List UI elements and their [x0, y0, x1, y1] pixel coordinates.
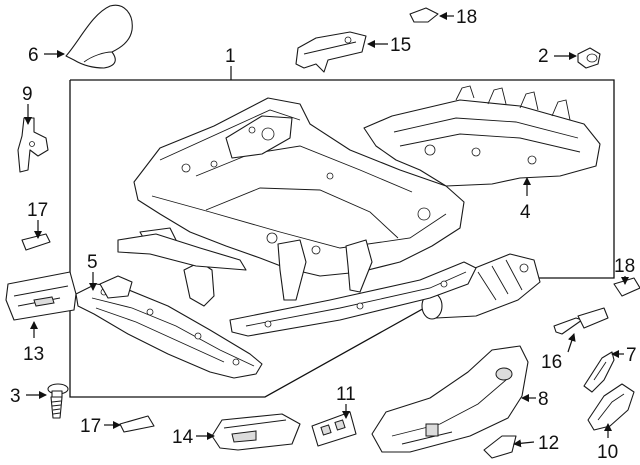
callout-15: 15: [390, 35, 411, 56]
part-5-lower-track: [75, 275, 263, 379]
part-3-bolt: [47, 383, 69, 419]
callout-11: 11: [336, 384, 356, 405]
part-15-bracket: [295, 31, 367, 73]
callout-13: 13: [23, 344, 44, 365]
part-14-lower-cover: [211, 413, 301, 451]
callout-3: 3: [10, 386, 21, 407]
part-18-cap-right: [613, 277, 640, 297]
callout-14: 14: [172, 427, 194, 448]
callout-10: 10: [597, 442, 618, 463]
callout-5: 5: [87, 252, 98, 273]
part-16-clip: [553, 307, 609, 335]
part-10-knob-cover: [587, 383, 635, 431]
callout-2: 2: [538, 46, 549, 67]
part-11-switch: [311, 411, 357, 447]
part-4-upper-adjuster: [363, 85, 601, 187]
callout-18-top: 18: [456, 7, 477, 28]
part-6-upper-cover: [65, 4, 133, 69]
callout-9: 9: [22, 84, 33, 105]
callout-18-right: 18: [614, 256, 635, 277]
part-18-cap-top: [409, 7, 439, 23]
part-8-side-shield: [371, 345, 529, 453]
leader-12: [513, 439, 535, 448]
callout-17-bottom: 17: [80, 416, 101, 437]
leader-16: [567, 333, 576, 353]
part-9-bracket: [17, 117, 49, 173]
callout-6: 6: [28, 45, 39, 66]
callout-12: 12: [538, 433, 559, 454]
callout-4: 4: [520, 202, 531, 223]
callout-16: 16: [541, 352, 562, 373]
seat-frame: [117, 97, 465, 307]
part-2-bolt: [577, 47, 601, 69]
part-17-pad-bottom: [119, 415, 155, 433]
part-17-pad-left: [21, 233, 51, 251]
callout-1: 1: [225, 46, 236, 67]
callout-8: 8: [538, 389, 549, 410]
part-7-bezel: [583, 351, 615, 393]
callout-17-left: 17: [27, 200, 48, 221]
part-13-tray: [5, 271, 77, 321]
part-12-trim: [483, 435, 517, 459]
lower-track-right: [229, 261, 477, 337]
callout-7: 7: [626, 345, 637, 366]
